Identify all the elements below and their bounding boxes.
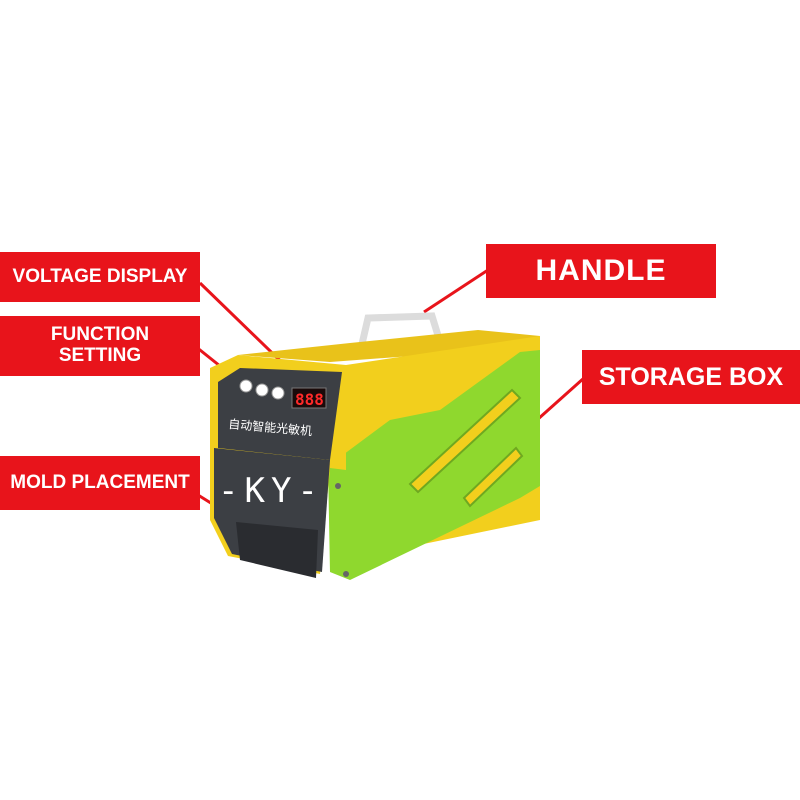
body-top	[238, 330, 540, 362]
control-panel	[218, 368, 342, 460]
mold-slot	[236, 522, 318, 578]
function-setting-label-line2: SETTING	[58, 345, 142, 366]
handle-label: HANDLE	[486, 244, 716, 298]
mold-placement-label-text: MOLD PLACEMENT	[10, 471, 190, 493]
display-reading: 888	[295, 390, 324, 409]
voltage-display-label-text: VOLTAGE DISPLAY	[12, 265, 188, 287]
voltage-display-label: VOLTAGE DISPLAY	[0, 252, 200, 302]
handle-label-text: HANDLE	[535, 253, 667, 287]
voltage-display	[291, 387, 327, 409]
function-setting-label-line1: FUNCTION	[50, 324, 150, 346]
handle-shape	[358, 312, 444, 345]
storage-box-label: STORAGE BOX	[582, 350, 800, 404]
brand-logo: -KY-	[218, 471, 324, 511]
storage-box-label-text: STORAGE BOX	[598, 362, 784, 391]
function-buttons	[239, 379, 285, 400]
function-setting-label: FUNCTION SETTING	[0, 316, 200, 376]
mold-placement-label: MOLD PLACEMENT	[0, 456, 200, 510]
machine-chinese-title: 自动智能光敏机	[228, 416, 313, 438]
